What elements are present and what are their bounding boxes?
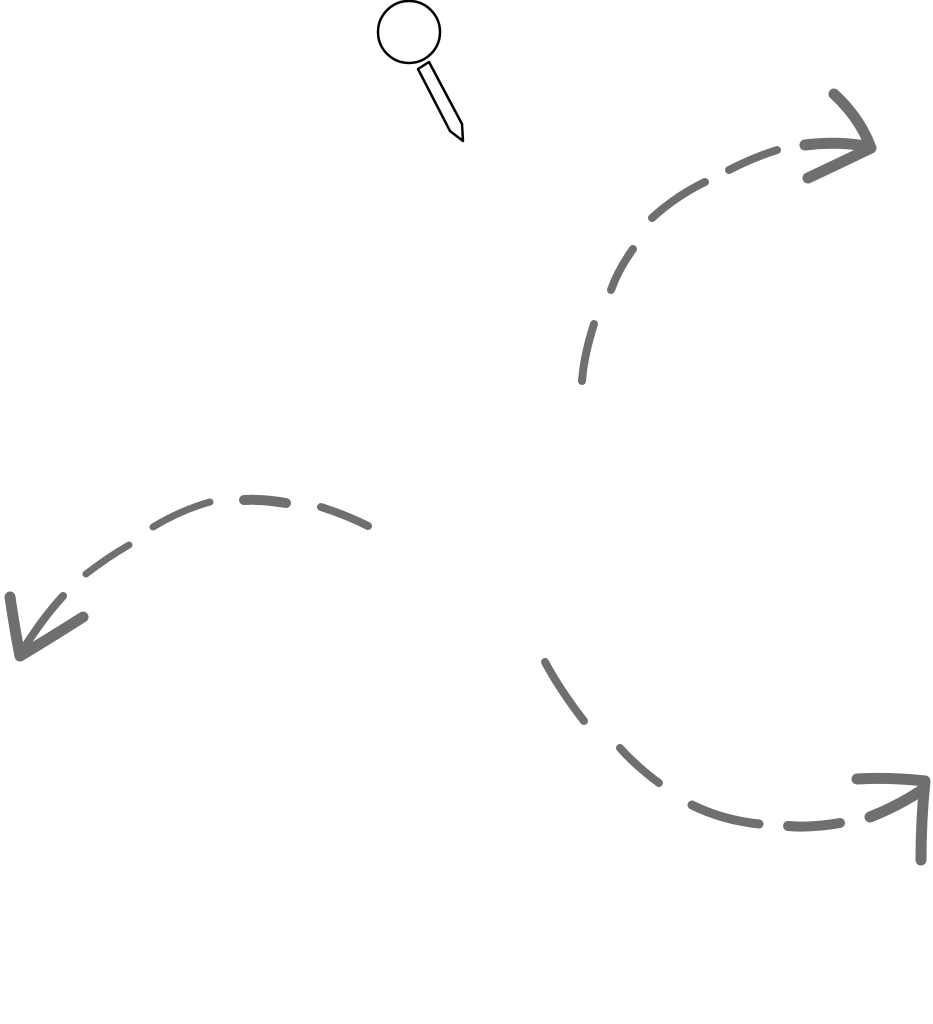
dashed-arrow-bottom-right	[541, 658, 931, 866]
dashed-arrow-top-right	[578, 88, 877, 385]
dashed-arrow-left	[4, 494, 372, 662]
pushpin-icon	[376, 0, 465, 143]
